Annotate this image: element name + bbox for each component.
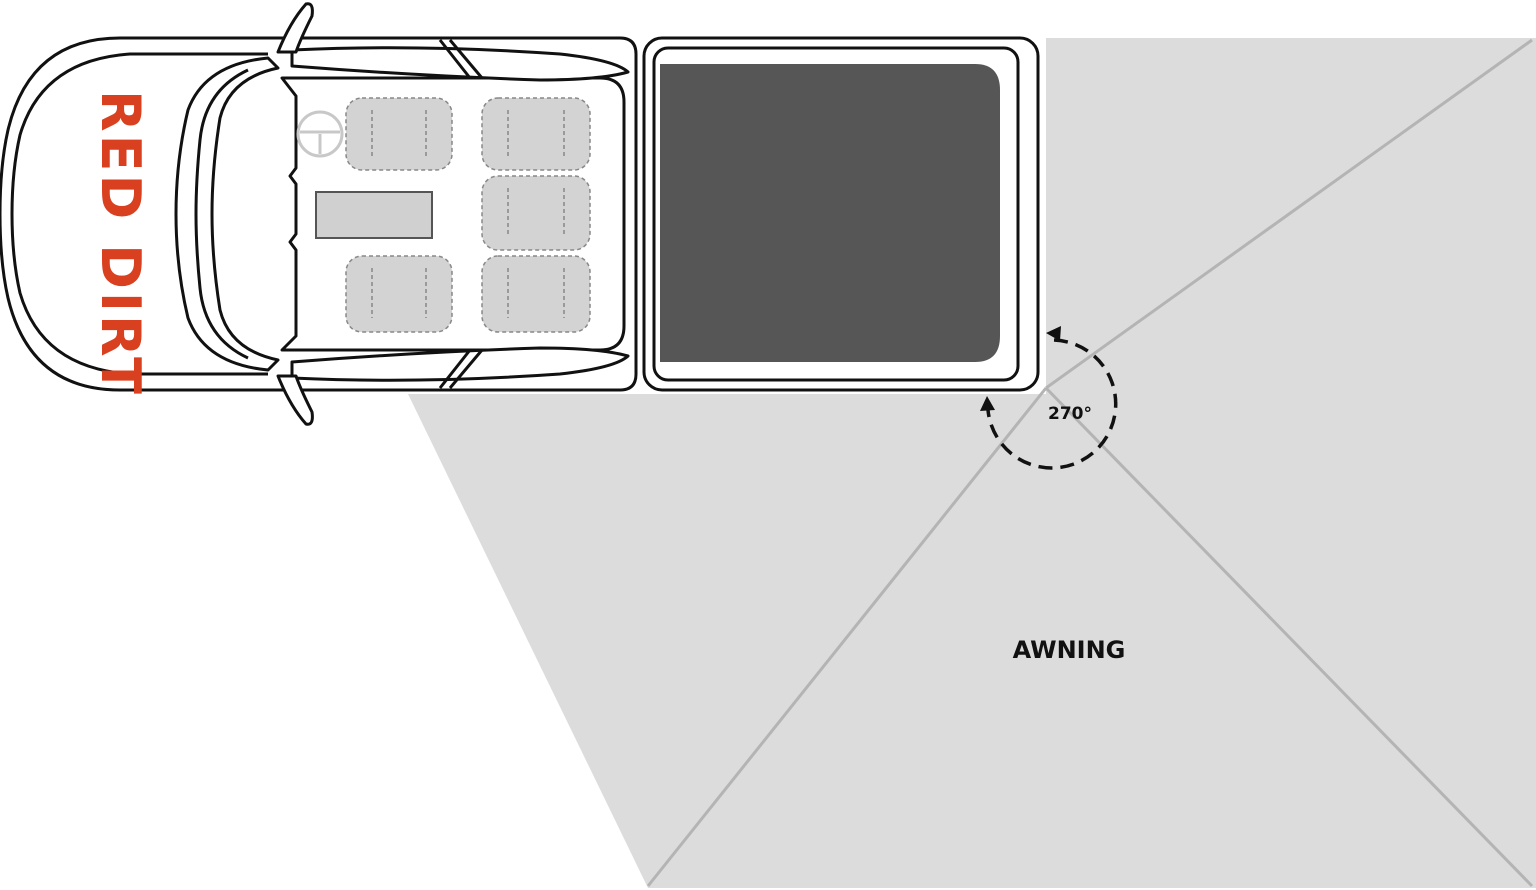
rail-top-line [448, 39, 484, 79]
steering-wheel-icon [296, 110, 344, 158]
awning-side-panel [408, 394, 1046, 888]
angle-label: 270° [1048, 404, 1092, 424]
arrow-head-left-icon [980, 396, 995, 411]
tray [642, 36, 1040, 392]
rail-bottom-line [438, 349, 472, 389]
wiper-arc [194, 68, 249, 360]
awning-rib [1044, 386, 1534, 888]
seat-rear-left [481, 97, 591, 171]
seat-passenger [345, 255, 453, 333]
seat-rear-middle [481, 175, 591, 251]
mirror-left [276, 2, 314, 54]
rail-top-line [438, 39, 472, 79]
rotation-indicator: 270° [980, 326, 1118, 470]
seat-driver [345, 97, 453, 171]
awning-rib [1045, 38, 1533, 390]
arrow-head-top-icon [1046, 326, 1061, 341]
awning-rib [646, 387, 1048, 887]
mirror-right [276, 374, 314, 426]
awning-rear-panel [1046, 38, 1536, 888]
tray-bed [660, 64, 1000, 362]
brand-logo-text: RED DIRT [89, 90, 152, 397]
tray-inner-rim [652, 46, 1020, 382]
awning [408, 38, 1536, 888]
awning-label: AWNING [1013, 636, 1126, 664]
hood-outline [10, 52, 268, 376]
rail-bottom-line [448, 349, 484, 389]
center-console [315, 191, 433, 239]
rotation-arc [986, 338, 1118, 470]
seat-rear-right [481, 255, 591, 333]
seats [345, 97, 591, 333]
